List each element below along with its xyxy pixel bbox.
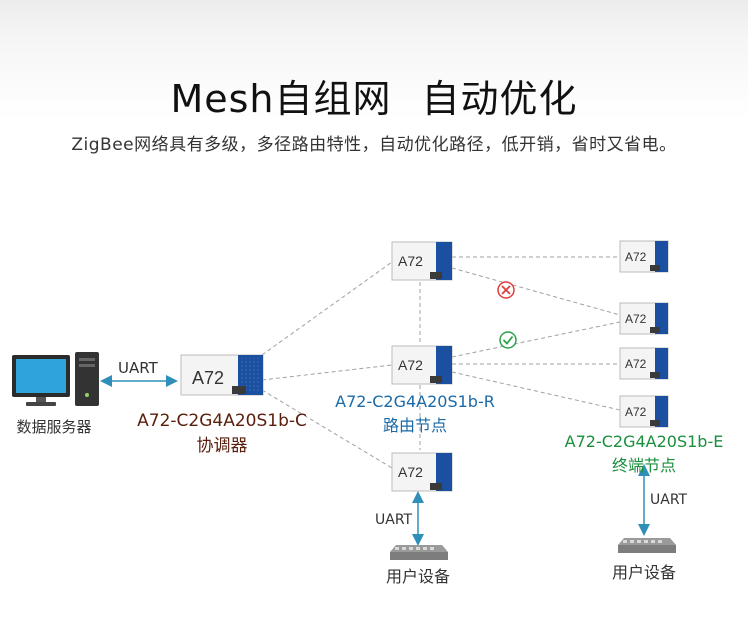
end-module-3	[619, 347, 669, 380]
chip-label-end-2: A72	[625, 312, 647, 326]
end-module-1	[619, 240, 669, 273]
link-top-end2-failed	[451, 267, 621, 316]
link-mid-end2	[451, 321, 621, 358]
server-label: 数据服务器	[16, 418, 92, 436]
title-part-2: 自动优化	[421, 77, 578, 121]
title-part-1: Mesh自组网	[170, 77, 392, 121]
server-computer-icon	[12, 352, 99, 406]
x-circle-icon	[497, 281, 515, 299]
router-role-label: 路由节点	[382, 416, 447, 435]
page-title: Mesh自组网自动优化	[0, 68, 748, 123]
link-coord-router-bottom	[261, 389, 393, 469]
user-device-icon-right	[618, 538, 676, 553]
router-model-label: A72-C2G4A20S1b-R	[335, 392, 495, 411]
coordinator-role-label: 协调器	[196, 436, 248, 456]
coordinator-module	[180, 354, 264, 396]
end-module-4	[619, 395, 669, 428]
user-device-label-right: 用户设备	[611, 563, 676, 582]
link-coord-router-top	[261, 261, 393, 356]
uart-label-server: UART	[118, 359, 158, 377]
router-module-mid	[391, 345, 453, 385]
user-device-label-left: 用户设备	[385, 567, 450, 586]
chip-label-router-bottom: A72	[398, 464, 423, 480]
chip-label-end-4: A72	[625, 405, 647, 419]
check-circle-icon	[499, 331, 517, 349]
uart-label-user-left: UART	[375, 512, 413, 528]
router-module-top	[391, 241, 453, 281]
end-device-model-label: A72-C2G4A20S1b-E	[564, 432, 724, 451]
chip-label-end-3: A72	[625, 357, 647, 371]
chip-label-router-top: A72	[398, 253, 423, 269]
link-mid-end4	[451, 371, 621, 411]
uart-label-user-right: UART	[650, 492, 688, 508]
chip-label-end-1: A72	[625, 250, 647, 264]
chip-label-coordinator: A72	[192, 368, 224, 388]
link-coord-router-mid	[261, 364, 393, 381]
end-module-2	[619, 302, 669, 335]
mesh-links	[261, 256, 621, 469]
router-module-bottom	[391, 452, 453, 492]
chip-label-router-mid: A72	[398, 357, 423, 373]
coordinator-model-label: A72-C2G4A20S1b-C	[137, 411, 307, 431]
page-subtitle: ZigBee网络具有多级，多径路由特性，自动优化路径，低开销，省时又省电。	[71, 135, 677, 155]
user-device-icon-left	[390, 545, 448, 560]
end-device-role-label: 终端节点	[611, 456, 676, 475]
